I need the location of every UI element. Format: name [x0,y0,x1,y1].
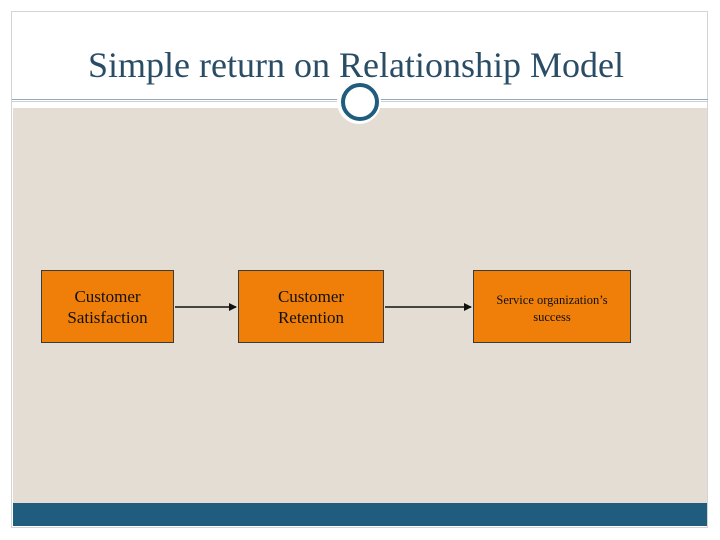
node-customer-satisfaction: Customer Satisfaction [41,270,174,343]
node-label: Customer Retention [277,286,345,327]
circle-ornament-icon [341,83,379,121]
node-label: Customer Satisfaction [67,286,148,327]
node-customer-retention: Customer Retention [238,270,384,343]
footer-bar [13,503,707,526]
node-label: Service organization’s success [496,293,608,324]
node-service-organization-success: Service organization’s success [473,270,631,343]
slide-title: Simple return on Relationship Model [88,45,624,85]
